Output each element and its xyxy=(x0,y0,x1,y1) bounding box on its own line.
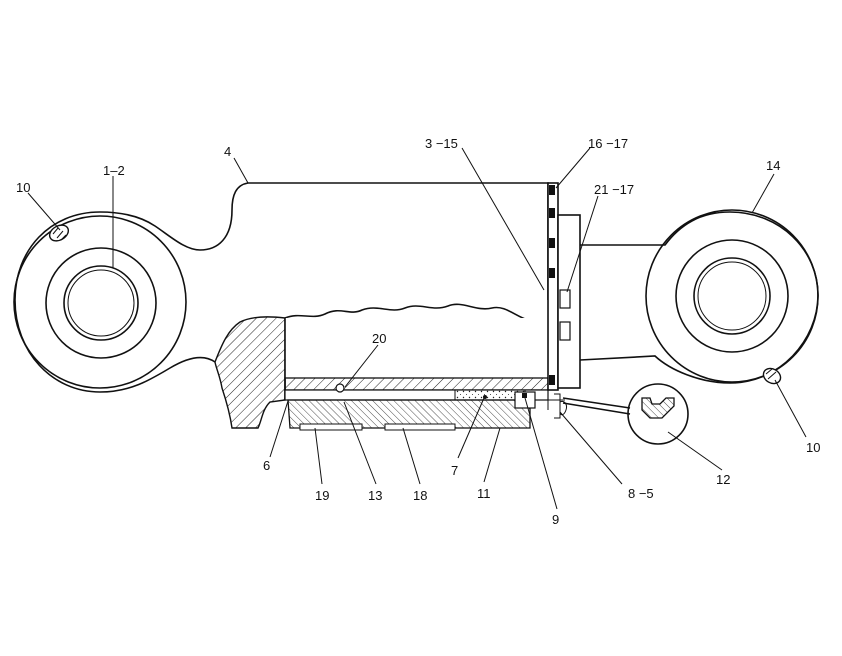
oring-9 xyxy=(522,393,527,398)
barrel-section xyxy=(214,303,549,431)
callout-4: 4 xyxy=(224,144,231,159)
rod-eye-boss xyxy=(645,209,819,383)
tube-wall xyxy=(284,377,549,391)
set-screw-20 xyxy=(335,383,345,393)
callout-labels: 10 1–2 4 3 −15 16 −17 21 −17 14 20 10 6 … xyxy=(16,136,820,527)
callout-7: 7 xyxy=(451,463,458,478)
callout-21-17: 21 −17 xyxy=(594,182,634,197)
callout-13: 13 xyxy=(368,488,382,503)
callout-10-right: 10 xyxy=(806,440,820,455)
rod-eye-bore xyxy=(693,257,771,335)
grease-fitting-left xyxy=(48,224,70,242)
leader-8-5 xyxy=(559,411,623,485)
callout-16-17: 16 −17 xyxy=(588,136,628,151)
leader-13 xyxy=(343,401,377,485)
grease-fitting-right-hatch xyxy=(765,368,777,380)
bolt-3 xyxy=(549,238,555,248)
head-eye-outline xyxy=(14,182,249,393)
bolt-5 xyxy=(549,375,555,385)
barrel-top-outline xyxy=(248,182,549,300)
leader-19 xyxy=(314,427,323,485)
rod-end-flange xyxy=(535,182,581,419)
rod-end-eye xyxy=(579,209,819,385)
detail-bubble-seal xyxy=(562,383,689,445)
leader-10-left xyxy=(27,192,61,231)
leader-9 xyxy=(524,397,558,510)
callout-1-2: 1–2 xyxy=(103,163,125,178)
callout-9: 9 xyxy=(552,512,559,527)
callout-8-5: 8 −5 xyxy=(628,486,654,501)
callout-18: 18 xyxy=(413,488,427,503)
leader-16-17 xyxy=(555,147,591,189)
rod-eye-outline xyxy=(579,211,819,384)
rod-eye-bearing xyxy=(697,261,767,331)
leader-18 xyxy=(402,427,421,485)
callout-11: 11 xyxy=(477,486,491,501)
head-eye-bore xyxy=(63,265,139,341)
wear-ring-18 xyxy=(384,423,456,431)
head-eye-ring xyxy=(45,247,157,359)
rod-eye-ring xyxy=(675,239,789,353)
callout-20: 20 xyxy=(372,331,386,346)
callout-14: 14 xyxy=(766,158,780,173)
bolt-1 xyxy=(549,185,555,195)
leader-20 xyxy=(344,344,379,388)
nut-21 xyxy=(559,289,571,309)
seal-fitting xyxy=(535,392,565,419)
callout-6: 6 xyxy=(263,458,270,473)
grease-fitting-left-hatch xyxy=(52,227,67,241)
leader-12 xyxy=(667,431,723,471)
leader-7 xyxy=(457,397,485,459)
leader-14 xyxy=(751,173,775,214)
detail-leader-a xyxy=(562,397,631,409)
leader-21-17 xyxy=(566,195,599,293)
detail-leader-b xyxy=(562,402,631,415)
barrel-bore xyxy=(285,318,548,378)
head-eye-bearing xyxy=(67,269,135,337)
leader-4 xyxy=(233,157,249,184)
leader-3-15 xyxy=(461,147,545,291)
callout-10-left: 10 xyxy=(16,180,30,195)
leader-6 xyxy=(269,400,289,458)
u-cup-seal-detail xyxy=(641,397,675,419)
callout-12: 12 xyxy=(716,472,730,487)
piston-hatched xyxy=(287,399,531,429)
head-casting-hatched xyxy=(214,316,286,429)
bolt-2 xyxy=(549,208,555,218)
wear-ring-19 xyxy=(299,423,363,431)
nut-22 xyxy=(559,321,571,341)
seal-lip xyxy=(559,401,567,416)
callout-3-15: 3 −15 xyxy=(425,136,458,151)
bolt-4 xyxy=(549,268,555,278)
leader-11 xyxy=(483,427,501,483)
leader-lines xyxy=(27,147,807,510)
head-eye-boss xyxy=(13,215,187,389)
callout-19: 19 xyxy=(315,488,329,503)
leader-10-right xyxy=(774,379,807,438)
